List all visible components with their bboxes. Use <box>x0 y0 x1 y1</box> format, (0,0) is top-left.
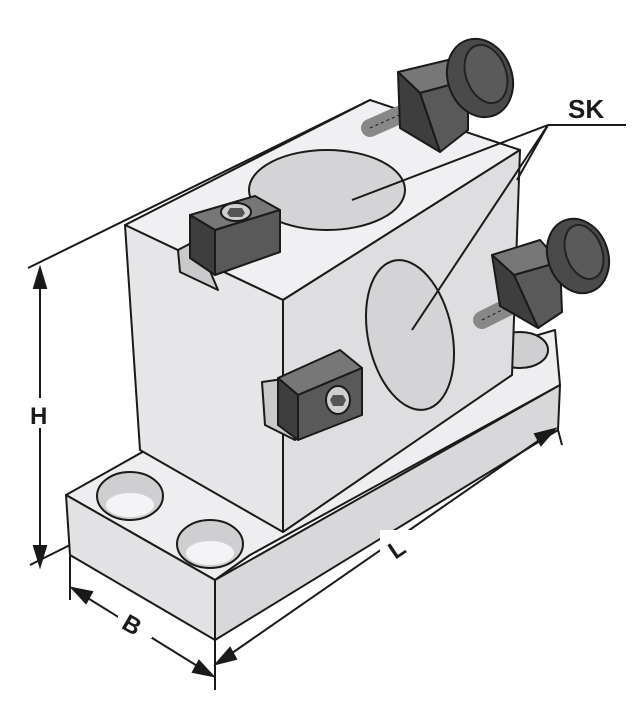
arrow-left-icon <box>69 586 94 605</box>
bores <box>248 149 456 411</box>
arrow-left-icon <box>213 646 238 666</box>
dimension-lines <box>27 99 563 690</box>
clamp-top-right <box>361 37 515 153</box>
l-extension-right <box>557 429 563 446</box>
clamp-top-left <box>189 195 281 276</box>
label-sk: SK <box>568 94 604 124</box>
clamp-side-front <box>277 349 363 441</box>
arrow-down-icon <box>32 545 48 570</box>
label-h: H <box>30 403 47 430</box>
bore-side <box>364 259 456 411</box>
bore-top <box>248 149 406 231</box>
mounting-hole-front-inner <box>186 541 234 565</box>
h-extension-top <box>27 99 371 269</box>
arrow-up-icon <box>32 264 48 289</box>
h-extension-bottom <box>29 544 71 566</box>
mounting-hole-left-inner <box>106 493 154 517</box>
clamp-side-right <box>473 217 611 329</box>
arrow-right-icon <box>533 427 558 447</box>
arrow-right-icon <box>191 659 216 678</box>
sk-pointers <box>351 124 626 331</box>
